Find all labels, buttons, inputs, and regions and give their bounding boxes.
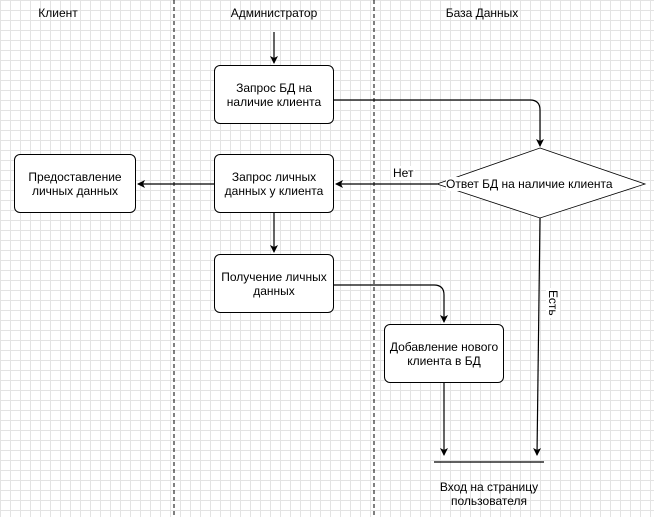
edge-label-yes: Есть — [546, 288, 560, 318]
node-add-client[interactable]: Добавление нового клиента в БД — [384, 324, 504, 383]
node-receive-data[interactable]: Получение личных данных — [214, 254, 334, 313]
lane-title-database: База Данных — [445, 6, 519, 20]
edge-answer-yes — [533, 217, 542, 456]
decision-label: Ответ БД на наличие клиента — [446, 177, 613, 191]
node-personal-request[interactable]: Запрос личных данных у клиента — [214, 154, 334, 213]
lane-title-admin: Администратор — [230, 6, 318, 20]
edge-receive-to-add — [334, 284, 448, 323]
lane-title-client: Клиент — [38, 6, 78, 20]
end-node-label: Вход на страницу пользователя — [439, 480, 539, 508]
node-provide-data[interactable]: Предоставление личных данных — [14, 154, 136, 213]
node-db-request[interactable]: Запрос БД на наличие клиента — [214, 65, 334, 124]
edge-request-to-answer — [334, 99, 544, 147]
edge-label-no: Нет — [391, 166, 416, 180]
